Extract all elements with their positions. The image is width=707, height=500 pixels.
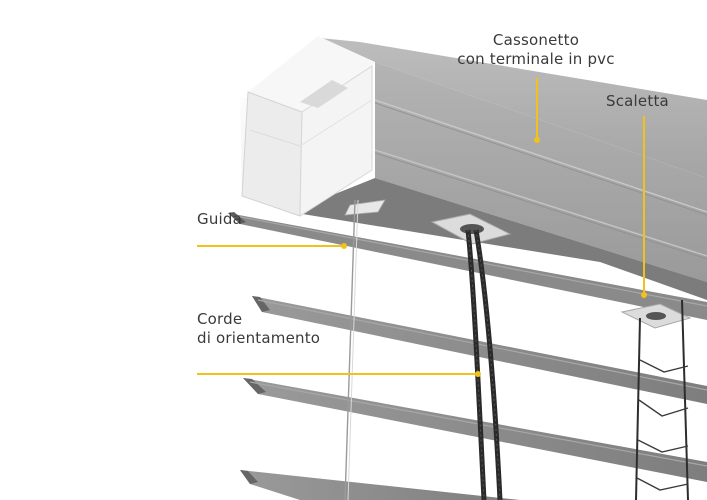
label-guida: Guida (197, 210, 243, 228)
callout-dot-guida (341, 243, 347, 249)
label-scaletta: Scaletta (606, 92, 669, 110)
callouts (197, 78, 647, 377)
slat (228, 213, 707, 320)
slat (243, 378, 707, 482)
slat (252, 296, 707, 404)
headrail (290, 38, 707, 329)
label-corde: Corde di orientamento (197, 310, 320, 348)
slats (228, 212, 707, 500)
callout-dot-corde (475, 371, 481, 377)
callout-dot-scaletta (641, 292, 647, 298)
label-cassonetto-line1: Cassonetto (492, 31, 580, 49)
label-corde-line2: di orientamento (197, 329, 321, 347)
tilt-cords (465, 229, 503, 500)
ladder (635, 299, 689, 500)
slat (240, 470, 520, 500)
label-cassonetto-line2: con terminale in pvc (457, 50, 615, 68)
end-cap (240, 36, 375, 217)
label-cassonetto: Cassonetto con terminale in pvc (446, 31, 626, 69)
label-corde-line1: Corde (197, 310, 243, 328)
guide-wire (344, 199, 359, 500)
callout-dot-cassonetto (534, 137, 540, 143)
